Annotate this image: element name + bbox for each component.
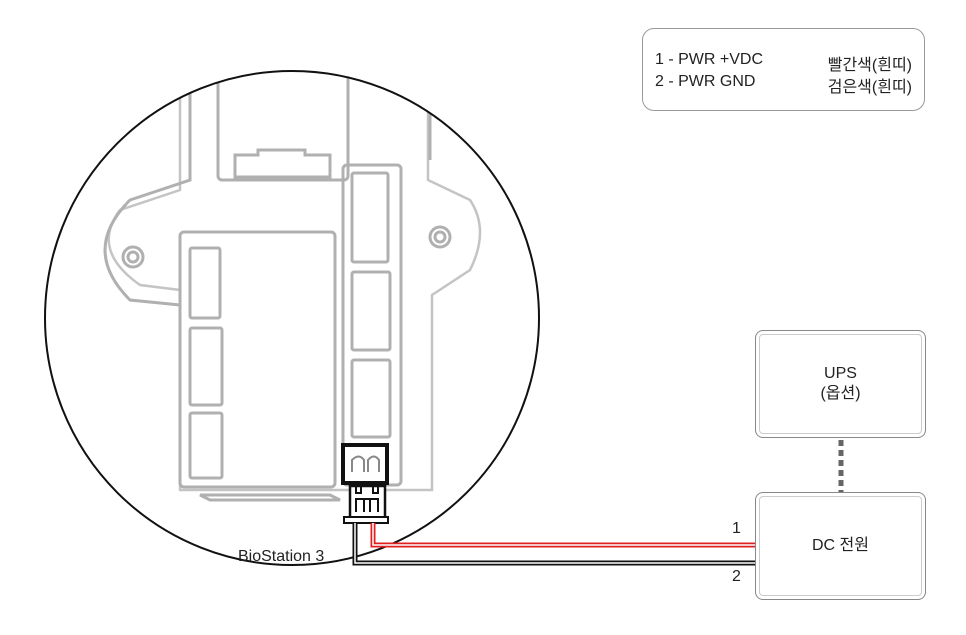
dc-power-label: DC 전원 xyxy=(812,537,869,554)
device-back-panel xyxy=(103,71,482,502)
legend-row: 1 - PWR +VDC 빨간색(흰띠) xyxy=(655,51,912,75)
pin-legend: 1 - PWR +VDC 빨간색(흰띠) 2 - PWR GND 검은색(흰띠) xyxy=(642,28,925,111)
wire-2-label: 2 xyxy=(732,568,741,585)
ups-title: UPS xyxy=(824,365,857,382)
device-label: BioStation 3 xyxy=(238,548,325,565)
wire-1-label: 1 xyxy=(732,520,741,537)
dc-power-box: DC 전원 xyxy=(755,492,926,600)
legend-color: 검은색(흰띠) xyxy=(827,79,912,96)
legend-pin: 2 - PWR GND xyxy=(655,73,756,90)
legend-color: 빨간색(흰띠) xyxy=(827,57,912,74)
legend-row: 2 - PWR GND 검은색(흰띠) xyxy=(655,73,912,97)
power-plug xyxy=(343,484,389,524)
legend-pin: 1 - PWR +VDC xyxy=(655,51,764,68)
zoom-circle xyxy=(44,70,540,566)
ups-box: UPS (옵션) xyxy=(755,330,926,438)
wire-1-red xyxy=(370,523,757,548)
ups-note: (옵션) xyxy=(820,385,861,402)
